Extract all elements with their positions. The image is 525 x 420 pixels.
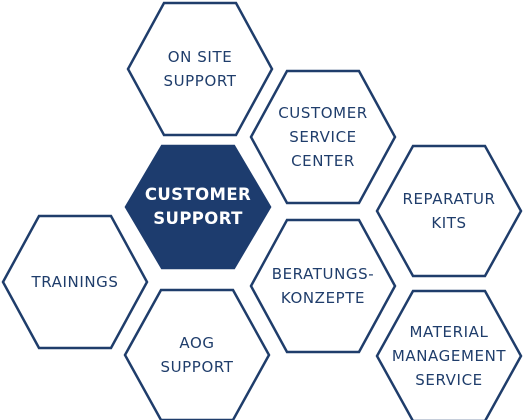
hexagon-label-line: CUSTOMER [145, 185, 251, 204]
hexagon-label-line: SUPPORT [160, 358, 233, 376]
hexagon-shape [126, 1, 274, 137]
hexagon-label-line: SERVICE [415, 371, 482, 389]
hexagon-label-line: KITS [431, 214, 466, 232]
hexagon-label-line: AOG [179, 334, 214, 352]
hexagon-shape [249, 69, 397, 205]
hexagon-shape [123, 288, 271, 420]
hexagon-label-line: CENTER [291, 152, 355, 170]
hexagon-label-line: MATERIAL [410, 323, 489, 341]
hexagon-aog-support: AOG SUPPORT [123, 288, 271, 420]
hexagon-shape [375, 289, 523, 420]
hexagon-shape [375, 144, 523, 278]
hexagon-label-line: SUPPORT [153, 209, 243, 228]
hexagon-customer-service-center: CUSTOMER SERVICE CENTER [249, 69, 397, 205]
hexagon-shape [249, 218, 397, 354]
hexagon-reparatur-kits: REPARATUR KITS [375, 144, 523, 278]
hexagon-trainings: TRAININGS [1, 214, 149, 350]
hexagon-on-site-support: ON SITE SUPPORT [126, 1, 274, 137]
hexagon-label-line: BERATUNGS- [272, 265, 375, 283]
hexagon-shape [1, 214, 149, 350]
hexagon-label-line: REPARATUR [402, 190, 495, 208]
hexagon-label-line: SERVICE [289, 128, 356, 146]
hexagon-customer-support: CUSTOMER SUPPORT [124, 144, 272, 270]
hexagon-label-line: ON SITE [168, 48, 233, 66]
hexagon-label-line: MANAGEMENT [392, 347, 507, 365]
hexagon-label-line: KONZEPTE [281, 289, 365, 307]
hexagon-shape [124, 144, 272, 270]
hexagon-beratungskonzepte: BERATUNGS- KONZEPTE [249, 218, 397, 354]
hexagon-label-line: SUPPORT [163, 72, 236, 90]
hexagon-material-management-service: MATERIAL MANAGEMENT SERVICE [375, 289, 523, 420]
hexagon-label-line: TRAININGS [30, 273, 118, 291]
hexagon-label-line: CUSTOMER [278, 104, 368, 122]
